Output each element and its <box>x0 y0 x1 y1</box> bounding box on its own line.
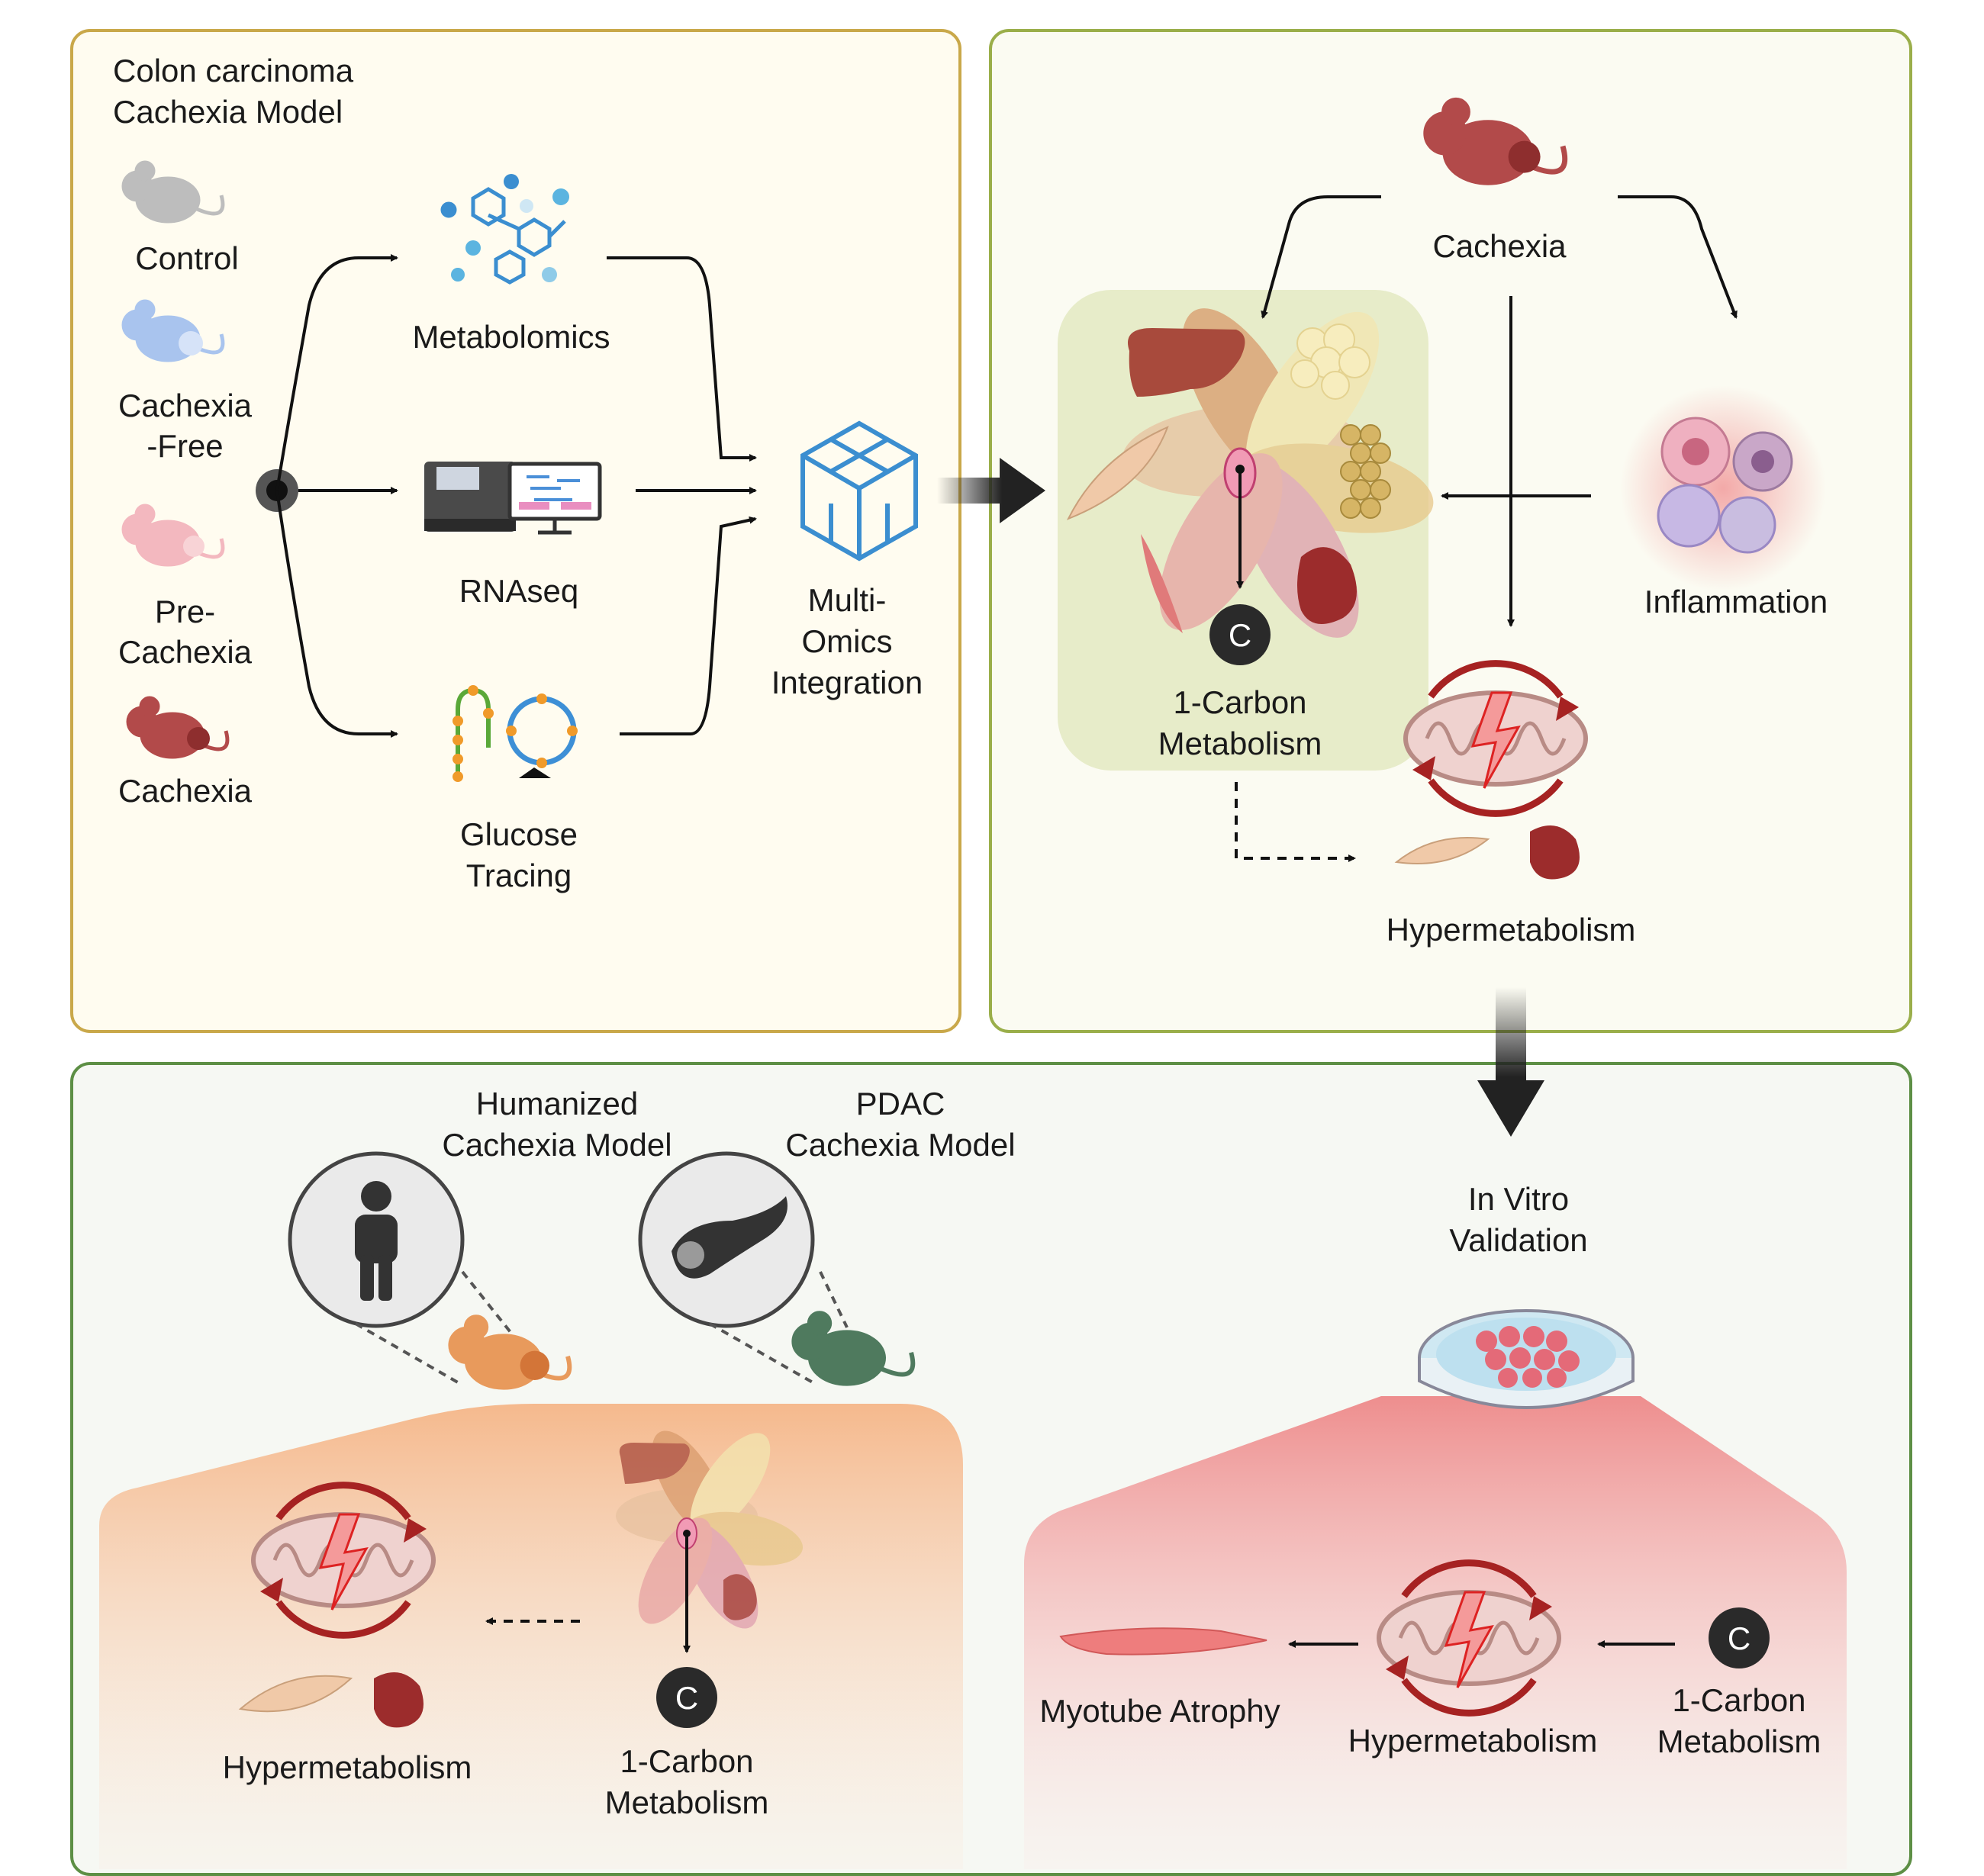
label-myotube-atrophy: Myotube Atrophy <box>1039 1693 1280 1729</box>
label-cachexia-b: Cachexia <box>1432 228 1567 264</box>
label-one-carbon-b-2: Metabolism <box>1158 726 1322 761</box>
label-pre-cachexia-2: Cachexia <box>118 634 253 670</box>
mouse-cachexia-free-icon <box>122 300 223 362</box>
label-in-vitro-2: Validation <box>1449 1222 1588 1258</box>
carbon-symbol-d: C <box>1727 1620 1751 1656</box>
label-one-carbon-c-1: 1-Carbon <box>620 1743 754 1779</box>
muscle-icon <box>1066 426 1169 520</box>
rnaseq-icon <box>424 462 602 535</box>
label-pre-cachexia-1: Pre- <box>154 594 216 629</box>
label-cachexia-free-1: Cachexia <box>118 388 253 423</box>
label-pdac-2: Cachexia Model <box>785 1127 1016 1163</box>
pancreas-icon <box>672 1196 787 1279</box>
heart-small-icon <box>1530 825 1580 880</box>
label-integration-3: Integration <box>771 664 923 700</box>
label-integration-1: Multi- <box>807 582 887 618</box>
big-arrow-down-icon <box>1477 987 1544 1137</box>
label-metabolomics: Metabolomics <box>412 319 610 355</box>
label-integration-2: Omics <box>801 623 893 659</box>
label-glucose-2: Tracing <box>465 858 572 893</box>
heart-small-icon-c <box>374 1672 424 1728</box>
muscle-fiber-icon <box>1141 534 1183 633</box>
muscle-small-icon <box>1394 837 1490 864</box>
white-fat-icon <box>1290 323 1370 400</box>
carbon-symbol-c: C <box>675 1680 699 1716</box>
heart-icon <box>1297 547 1357 624</box>
label-cachexia-free-2: -Free <box>147 428 224 464</box>
label-control: Control <box>135 240 239 276</box>
inflammation-cells-icon <box>1657 417 1793 554</box>
multi-omics-cube-icon <box>800 420 918 562</box>
label-one-carbon-d-1: 1-Carbon <box>1672 1682 1806 1718</box>
label-in-vitro-1: In Vitro <box>1467 1181 1570 1217</box>
label-hypermetabolism-c: Hypermetabolism <box>222 1749 472 1785</box>
title-line-2: Cachexia Model <box>113 94 343 130</box>
human-figure-icon <box>355 1181 398 1301</box>
mouse-control-icon <box>122 161 223 223</box>
carbon-symbol-b: C <box>1228 617 1252 653</box>
muscle-small-icon-c <box>238 1675 353 1713</box>
metabolomics-icon <box>440 174 569 285</box>
label-rnaseq: RNAseq <box>459 573 579 609</box>
label-hypermetabolism-b: Hypermetabolism <box>1386 912 1636 948</box>
label-one-carbon-c-2: Metabolism <box>604 1784 769 1820</box>
label-one-carbon-b-1: 1-Carbon <box>1173 684 1307 720</box>
mouse-pre-cachexia-icon <box>122 504 223 566</box>
brown-fat-icon <box>1340 424 1391 519</box>
glucose-tracing-icon <box>453 685 578 782</box>
label-one-carbon-d-2: Metabolism <box>1657 1723 1821 1759</box>
label-humanized-1: Humanized <box>475 1086 639 1121</box>
label-humanized-2: Cachexia Model <box>442 1127 672 1163</box>
label-glucose-1: Glucose <box>459 816 578 852</box>
mitochondria-icon-b <box>1406 664 1586 814</box>
orange-region <box>99 1404 963 1869</box>
label-hypermetabolism-d: Hypermetabolism <box>1348 1723 1598 1759</box>
label-inflammation: Inflammation <box>1644 584 1828 619</box>
petri-dish-icon <box>1418 1309 1635 1409</box>
mouse-cachexia-icon <box>127 697 227 758</box>
label-cachexia: Cachexia <box>118 773 253 809</box>
myotube-icon <box>1059 1627 1267 1656</box>
mouse-humanized-icon <box>449 1315 569 1389</box>
title-line-1: Colon carcinoma <box>113 53 354 88</box>
liver-icon <box>1128 328 1245 397</box>
label-pdac-1: PDAC <box>855 1086 945 1121</box>
big-arrow-right-icon <box>937 458 1045 523</box>
cachexia-mouse-icon <box>1424 98 1565 185</box>
mouse-pdac-icon <box>792 1311 913 1385</box>
